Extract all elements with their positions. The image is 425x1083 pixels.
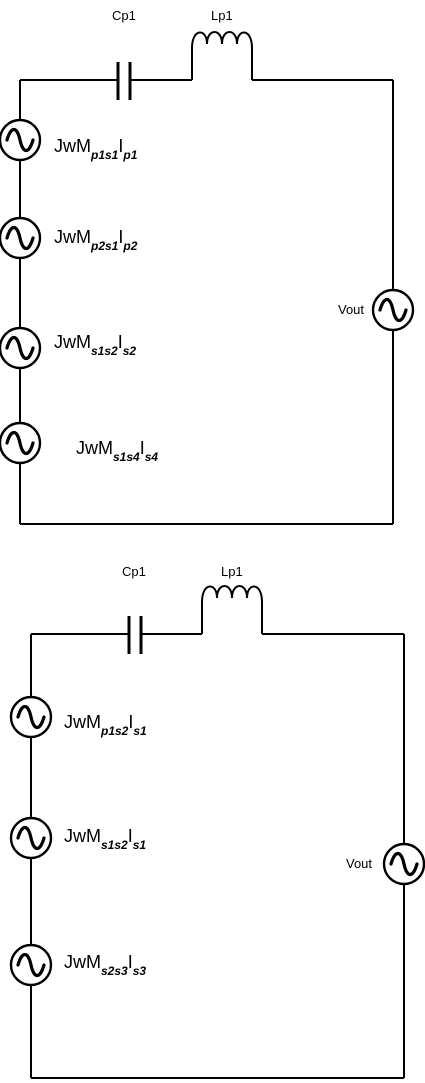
circuit-2-inductor: [201, 585, 263, 634]
circuit-2-inductor-label: Lp1: [221, 564, 243, 579]
circuit-2-source-1-label: JwMp1s2Is1: [64, 712, 147, 738]
circuit-1-source-4: [0, 421, 42, 465]
circuit-1-source-1-label: JwMp1s1Ip1: [54, 136, 138, 162]
circuit-2-source-1: [9, 695, 53, 739]
circuit-2-vout-label: Vout: [346, 856, 372, 871]
circuit-2-vout-source: [382, 842, 425, 886]
circuit-2-capacitor: [127, 616, 143, 654]
circuit-1-source-2: [0, 216, 42, 260]
circuit-1-source-3-label: JwMs1s2Is2: [54, 332, 136, 358]
circuit-1-source-4-label: JwMs1s4Is4: [76, 438, 158, 464]
circuit-1-capacitor: [116, 62, 132, 100]
circuit-1-vout-label: Vout: [338, 302, 364, 317]
circuit-1-source-2-label: JwMp2s1Ip2: [54, 227, 138, 253]
circuit-2: Cp1 Lp1 Vout JwMp1s2Is1 JwMs1s2Is1: [9, 564, 425, 1079]
circuit-1-inductor: [191, 31, 253, 80]
circuit-1-capacitor-label: Cp1: [112, 8, 136, 23]
circuit-2-source-3-label: JwMs2s3Is3: [64, 952, 146, 978]
circuit-1-source-3: [0, 326, 42, 370]
circuit-1: Cp1 Lp1 Vout JwMp1s1Ip1 JwMp2s1Ip2: [0, 8, 415, 525]
circuit-2-source-2-label: JwMs1s2Is1: [64, 826, 146, 852]
circuit-1-source-1: [0, 118, 42, 162]
circuit-2-source-3: [9, 943, 53, 987]
circuit-2-capacitor-label: Cp1: [122, 564, 146, 579]
circuit-2-source-2: [9, 816, 53, 860]
circuit-1-inductor-label: Lp1: [211, 8, 233, 23]
circuit-1-vout-source: [371, 288, 415, 332]
